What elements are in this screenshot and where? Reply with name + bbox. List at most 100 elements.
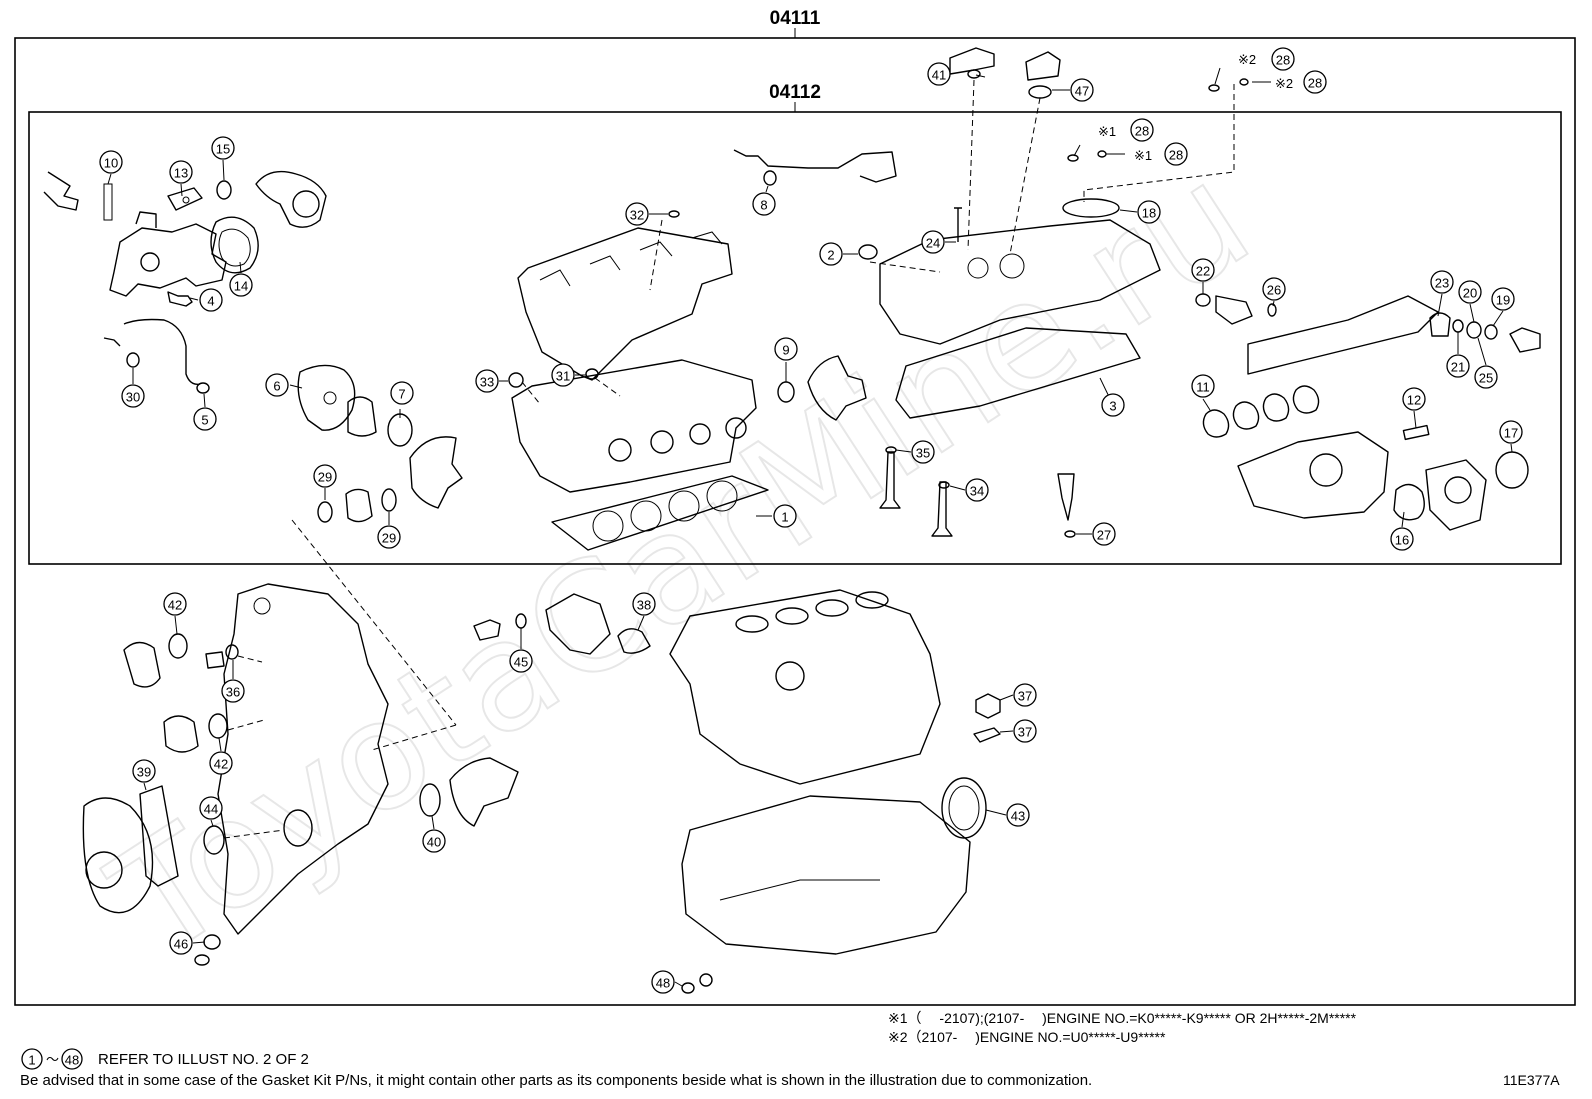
group-label-outer: 04111 [770,8,821,29]
callout-24-label: 24 [926,236,940,251]
callout-35-label: 35 [916,446,930,461]
callout-29-b: 29 [377,525,401,549]
callout-37-a: 37 [1013,683,1037,707]
callout-20: 20 [1458,280,1482,304]
engine-markers: ※2 ※2 ※1 ※1 [1098,52,1293,163]
callout-28-c: 28 [1130,118,1154,142]
callout-16: 16 [1390,527,1414,551]
marker-note2-b: ※2 [1275,76,1293,91]
callout-37-b-label: 37 [1018,725,1032,740]
marker-note1-a: ※1 [1098,124,1116,139]
callout-43-label: 43 [1011,809,1025,824]
callout-42-b-label: 42 [214,757,228,772]
marker-note1-b: ※1 [1134,148,1152,163]
callout-7-label: 7 [398,387,405,402]
callout-41: 41 [927,62,951,86]
callout-32-label: 32 [630,208,644,223]
callout-37-b: 37 [1013,719,1037,743]
callout-21: 21 [1446,354,1470,378]
callout-28-a: 28 [1271,47,1295,71]
note-2: ※2（2107- )ENGINE NO.=U0*****-U9***** [888,1029,1166,1045]
callout-5: 5 [193,407,217,431]
callout-10: 10 [99,150,123,174]
callout-7: 7 [390,381,414,405]
callout-29-b-label: 29 [382,531,396,546]
callout-14-label: 14 [234,279,248,294]
group-label-inner: 04112 [769,82,821,103]
footer-ref-from: 1 [28,1053,35,1068]
callout-28-d-label: 28 [1169,148,1183,163]
callout-6: 6 [265,373,289,397]
refer-text: REFER TO ILLUST NO. 2 OF 2 [98,1051,309,1068]
footer: REFER TO ILLUST NO. 2 OF 2 Be advised th… [20,1049,1460,1091]
callout-23: 23 [1430,270,1454,294]
marker-note2-a: ※2 [1238,52,1256,67]
callout-32: 32 [625,202,649,226]
callout-28-c-label: 28 [1135,124,1149,139]
callout-25-label: 25 [1479,371,1493,386]
callout-9: 9 [774,337,798,361]
callout-23-label: 23 [1435,276,1449,291]
frame-outer [14,37,1576,1006]
callout-13: 13 [169,160,193,184]
callout-31-label: 31 [556,369,570,384]
callouts: 1 2 3 4 5 6 7 8 9 10 11 12 13 14 15 16 1… [99,47,1523,994]
callout-48-label: 48 [656,976,670,991]
engine-number-notes: ※1（ -2107);(2107- )ENGINE NO.=K0*****-K9… [888,1009,1356,1047]
callout-48: 48 [651,970,675,994]
callout-40-label: 40 [427,835,441,850]
callout-1: 1 [773,504,797,528]
callout-8: 8 [752,192,776,216]
callout-44: 44 [199,796,223,820]
callout-5-label: 5 [201,413,208,428]
callout-31: 31 [551,363,575,387]
callout-16-label: 16 [1395,533,1409,548]
callout-15: 15 [211,136,235,160]
advice-text: Be advised that in some case of the Gask… [20,1072,1093,1089]
callout-46-label: 46 [174,937,188,952]
callout-33-label: 33 [480,375,494,390]
callout-12: 12 [1402,387,1426,411]
callout-29-a: 29 [313,464,337,488]
callout-17: 17 [1499,420,1523,444]
callout-38-label: 38 [637,598,651,613]
callout-4-label: 4 [207,294,214,309]
callout-42-a: 42 [163,592,187,616]
callout-2-label: 2 [827,248,834,263]
callout-17-label: 17 [1504,426,1518,441]
callout-37-a-label: 37 [1018,689,1032,704]
callout-27-label: 27 [1097,528,1111,543]
frame-inner [28,111,1562,565]
svg-text:～: ～ [46,1052,59,1067]
callout-15-label: 15 [216,142,230,157]
callout-22-label: 22 [1196,264,1210,279]
callout-47-label: 47 [1075,84,1089,99]
callout-30: 30 [121,384,145,408]
footer-refs: 1 ～ 48 [21,1048,83,1070]
callout-18-label: 18 [1142,206,1156,221]
callout-3: 3 [1101,393,1125,417]
callout-20-label: 20 [1463,286,1477,301]
part-sketches [43,47,1541,994]
callout-43: 43 [1006,803,1030,827]
callout-47: 47 [1070,78,1094,102]
callout-27: 27 [1092,522,1116,546]
callout-33: 33 [475,369,499,393]
callout-39: 39 [132,759,156,783]
callout-2: 2 [819,242,843,266]
group-04111: 04111 [14,8,1576,1006]
callout-11-label: 11 [1196,380,1210,395]
callout-18: 18 [1137,200,1161,224]
callout-12-label: 12 [1407,393,1421,408]
dashed-lines [223,79,1235,839]
callout-36-label: 36 [226,685,240,700]
callout-3-label: 3 [1109,399,1116,414]
callout-46: 46 [169,931,193,955]
callout-38: 38 [632,592,656,616]
callout-45: 45 [509,649,533,673]
callout-26-label: 26 [1267,283,1281,298]
callout-39-label: 39 [137,765,151,780]
callout-30-label: 30 [126,390,140,405]
callout-40: 40 [422,829,446,853]
